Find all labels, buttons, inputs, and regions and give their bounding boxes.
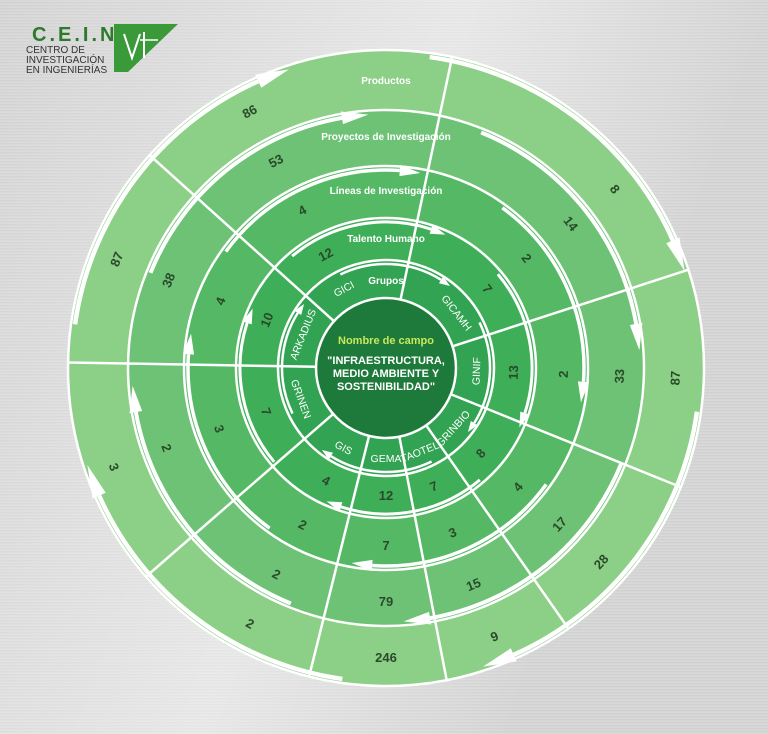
center-title: Nombre de campo — [338, 335, 434, 347]
logo-line-2: INVESTIGACIÓN — [26, 55, 105, 66]
value-productos-ginif: 87 — [668, 371, 683, 386]
flow-arrow — [501, 206, 586, 382]
flow-arrow-head — [321, 449, 334, 460]
flow-arrow-head — [429, 224, 446, 235]
value-productos-gici: 86 — [240, 101, 260, 121]
flow-arrow — [72, 79, 260, 325]
label-grupos: Grupos — [368, 276, 404, 287]
flow-arrow-head — [340, 111, 369, 125]
cein-logo: C.E.I.N CENTRO DE INVESTIGACIÓN EN INGEN… — [18, 22, 178, 82]
flow-arrow — [429, 54, 675, 242]
flow-arrow-head — [182, 333, 195, 355]
flow-arrow-head — [255, 69, 289, 88]
value-productos-arkadius: 87 — [107, 250, 126, 269]
value-proyectos-gema: 79 — [379, 594, 393, 609]
flow-arrow-head — [629, 322, 643, 351]
flow-arrow-head — [666, 237, 685, 271]
flow-arrow — [429, 462, 624, 621]
value-lineas-grinen: 3 — [211, 423, 228, 435]
flow-arrow-head — [294, 303, 305, 316]
flow-arrow — [480, 130, 639, 325]
flow-arrow — [372, 483, 548, 568]
group-ginif: GINIF — [470, 357, 483, 385]
flow-arrow-head — [403, 611, 432, 625]
sector-divider — [68, 361, 317, 369]
flow-arrow — [186, 354, 271, 530]
logo-title: C.E.I.N — [32, 24, 118, 46]
flow-arrow-head — [483, 648, 517, 667]
flow-arrow — [133, 411, 292, 606]
flow-arrow — [280, 312, 299, 415]
label-productos: Productos — [361, 76, 411, 87]
flow-arrow — [339, 262, 442, 281]
flow-arrow — [496, 273, 534, 414]
center-line-1: "INFRAESTRUCTURA, — [327, 355, 445, 367]
flow-arrow — [512, 411, 700, 657]
value-talento-ginif: 13 — [506, 365, 521, 380]
label-proyectos: Proyectos de Investigación — [321, 132, 451, 143]
sector-divider — [145, 412, 334, 578]
flow-arrow — [224, 168, 400, 253]
value-talento-gici: 12 — [316, 245, 336, 265]
center-circle — [314, 296, 458, 440]
value-productos-grinen: 3 — [106, 461, 123, 473]
flow-arrow — [330, 455, 433, 474]
value-proyectos-ginif: 33 — [612, 369, 627, 384]
logo-line-1: CENTRO DE — [26, 45, 85, 56]
value-proyectos-taotel: 15 — [464, 575, 483, 594]
flow-arrow — [148, 115, 343, 274]
sector-divider — [450, 393, 682, 489]
flow-arrow-head — [399, 164, 421, 177]
flow-arrow-head — [242, 308, 253, 325]
logo-line-3: EN INGENIERÍAS — [26, 65, 108, 76]
sector-divider — [399, 56, 454, 300]
flow-arrow-head — [326, 501, 343, 512]
value-talento-arkadius: 10 — [257, 310, 276, 329]
value-proyectos-gici: 53 — [266, 151, 286, 171]
sector-divider — [452, 268, 689, 348]
sector-divider — [148, 154, 335, 323]
value-lineas-gema: 7 — [382, 538, 389, 553]
flow-arrow — [97, 494, 343, 682]
flow-arrow — [291, 220, 432, 258]
flow-arrow-head — [351, 559, 373, 572]
value-proyectos-arkadius: 38 — [159, 271, 178, 290]
flow-arrow-head — [467, 420, 478, 433]
label-talento: Talento Humano — [347, 234, 425, 245]
label-lineas: Líneas de Investigación — [330, 186, 443, 197]
sector-divider — [398, 436, 448, 681]
logo-flag-icon — [114, 24, 178, 72]
flow-arrow-head — [577, 381, 590, 403]
flow-arrow — [340, 478, 481, 516]
flow-arrow — [473, 321, 492, 424]
flow-arrow-head — [87, 465, 106, 499]
value-talento-grinen: 7 — [258, 406, 275, 418]
flow-arrow-head — [129, 385, 143, 414]
sector-divider — [425, 424, 570, 630]
flow-arrow-head — [519, 411, 530, 428]
value-talento-gema: 12 — [379, 488, 393, 503]
sector-divider — [307, 435, 371, 677]
group-gema: GEMA — [371, 453, 402, 465]
value-productos-gema: 246 — [375, 650, 397, 665]
logo-subtitle: CENTRO DE INVESTIGACIÓN EN INGENIERÍAS — [26, 46, 118, 76]
center-line-2: MEDIO AMBIENTE Y — [333, 368, 440, 380]
value-proyectos-grinen: 2 — [158, 442, 175, 454]
value-lineas-ginif: 2 — [556, 370, 571, 378]
flow-arrow — [238, 322, 276, 463]
flow-arrow-head — [438, 276, 451, 287]
center-line-3: SOSTENIBILIDAD" — [337, 381, 435, 393]
